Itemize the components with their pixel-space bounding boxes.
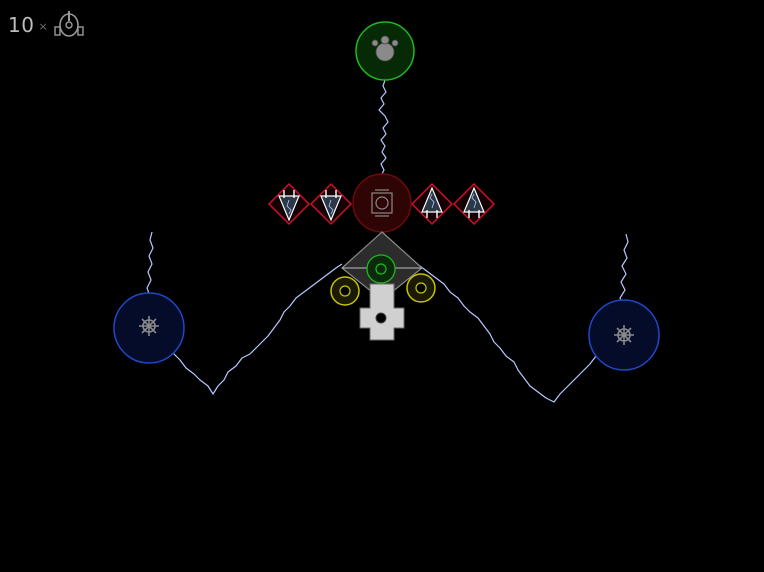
red-diamond-enemy	[452, 182, 496, 226]
gear-icon	[614, 325, 634, 345]
lives-count: 10	[8, 13, 35, 37]
red-diamond-enemy	[267, 182, 311, 226]
hud-lives: 10 ×	[8, 10, 86, 40]
bomb-icon	[371, 35, 399, 62]
red-diamond-enemy	[410, 182, 454, 226]
left-blue-orb	[113, 292, 185, 364]
player-ship	[341, 231, 423, 341]
red-core	[352, 173, 412, 233]
red-diamond-enemy	[309, 182, 353, 226]
gear-icon	[139, 316, 159, 336]
yellow-turret	[406, 273, 436, 303]
yellow-turret	[330, 276, 360, 306]
multiplier-symbol: ×	[38, 19, 48, 33]
core-icon	[371, 189, 393, 217]
ship-icon	[53, 11, 84, 37]
right-blue-orb	[588, 299, 660, 371]
green-shield-orb	[355, 21, 415, 81]
lightning-right-valley	[419, 265, 619, 403]
lightning-left-valley	[149, 263, 343, 395]
